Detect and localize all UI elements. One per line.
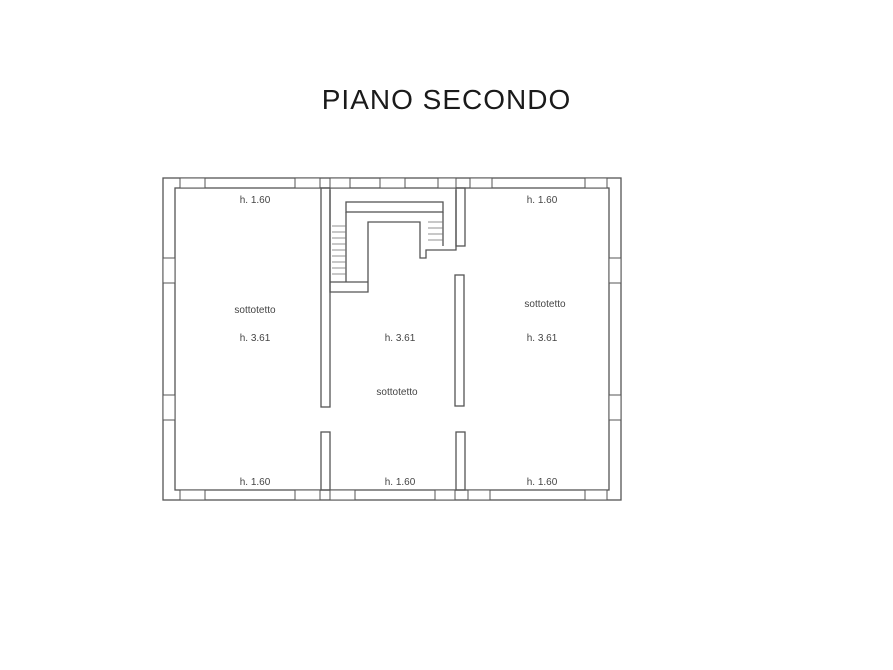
right-room-center-height: h. 3.61	[527, 333, 558, 344]
windows	[162, 177, 622, 501]
left-partition-lower	[320, 431, 331, 491]
right-partition-lower	[455, 431, 466, 491]
stair-outer-rail	[345, 201, 444, 213]
left-partition-upper	[320, 187, 331, 408]
left-room-name: sottotetto	[234, 305, 276, 316]
center-wall	[454, 274, 465, 407]
room-labels: h. 1.60 sottotetto h. 3.61 h. 1.60 h. 3.…	[234, 195, 566, 488]
plan-title: PIANO SECONDO	[321, 84, 572, 115]
right-room-top-height: h. 1.60	[527, 195, 558, 206]
center-room-center-height: h. 3.61	[385, 333, 416, 344]
right-room-bottom-height: h. 1.60	[527, 477, 558, 488]
left-room-bottom-height: h. 1.60	[240, 477, 271, 488]
right-partition-upper	[455, 187, 466, 247]
left-room-top-height: h. 1.60	[240, 195, 271, 206]
stair-steps	[332, 221, 443, 275]
stair-enclosure	[329, 190, 457, 293]
right-room-name: sottotetto	[524, 299, 566, 310]
center-room-bottom-height: h. 1.60	[385, 477, 416, 488]
center-room-name: sottotetto	[376, 387, 418, 398]
left-room-center-height: h. 3.61	[240, 333, 271, 344]
